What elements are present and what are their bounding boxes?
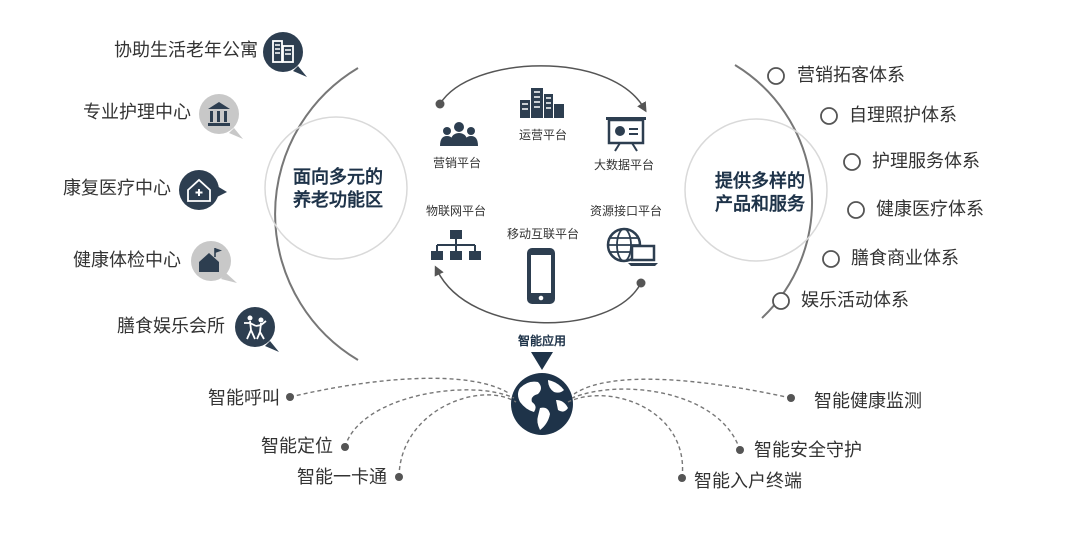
dot-smart-call	[286, 393, 294, 401]
smart-app-call: 智能呼叫	[208, 388, 280, 409]
platform-label-mobile: 移动互联平台	[506, 227, 580, 241]
platform-label-marketing: 营销平台	[432, 156, 482, 170]
system-label-entertainment: 娱乐活动体系	[801, 290, 909, 311]
smart-app-home-terminal: 智能入户终端	[694, 471, 802, 492]
platform-label-resource-interface: 资源接口平台	[589, 204, 663, 218]
left-outer-arc	[274, 67, 359, 361]
system-label-dining-commerce: 膳食商业体系	[851, 248, 959, 269]
left-center-line1: 面向多元的	[293, 167, 383, 188]
globe-laptop-icon	[606, 227, 658, 266]
down-triangle-icon	[531, 352, 553, 370]
dot-smart-card	[395, 473, 403, 481]
connector-smart-health	[573, 378, 792, 399]
platform-label-bigdata: 大数据平台	[593, 158, 655, 172]
smart-app-card: 智能一卡通	[297, 467, 387, 488]
dot-smart-terminal	[678, 474, 686, 482]
platform-label-iot: 物联网平台	[425, 204, 487, 218]
smart-app-location: 智能定位	[261, 436, 333, 457]
right-inner-circle	[684, 118, 828, 262]
system-marker-6	[772, 292, 790, 310]
smartphone-icon	[527, 248, 555, 304]
smart-app-security-guard: 智能安全守护	[754, 440, 862, 461]
people-group-icon	[440, 122, 478, 146]
house-flag-icon	[191, 241, 237, 283]
left-center-line2: 养老功能区	[293, 190, 383, 211]
platform-label-operations: 运营平台	[518, 128, 568, 142]
network-hierarchy-icon	[431, 230, 481, 260]
connector-smart-terminal	[567, 394, 684, 479]
bottom-cycle-arrow	[434, 265, 642, 324]
right-center-line1: 提供多样的	[715, 171, 805, 192]
system-marker-1	[767, 67, 785, 85]
dot-smart-health	[787, 394, 795, 402]
system-marker-2	[820, 107, 838, 125]
right-center-line2: 产品和服务	[715, 194, 805, 215]
dancing-people-icon	[235, 307, 279, 352]
service-label-checkup-center: 健康体检中心	[73, 250, 181, 271]
dot-smart-security	[736, 446, 744, 454]
top-cycle-arrow	[439, 65, 647, 113]
apartment-building-icon	[263, 32, 307, 77]
service-label-dining-club: 膳食娱乐会所	[117, 316, 225, 337]
institution-icon	[199, 94, 243, 139]
system-label-marketing: 营销拓客体系	[797, 65, 905, 86]
hospital-house-icon	[179, 170, 227, 210]
bottom-arrow-start-dot	[636, 278, 646, 288]
right-center-text: 提供多样的 产品和服务	[715, 170, 805, 216]
smart-apps-title: 智能应用	[517, 334, 567, 348]
system-marker-3	[843, 153, 861, 171]
dot-smart-location	[341, 443, 349, 451]
connector-smart-location	[344, 389, 515, 448]
service-label-nursing-center: 专业护理中心	[83, 102, 191, 123]
left-center-text: 面向多元的 养老功能区	[293, 166, 383, 212]
system-marker-4	[847, 201, 865, 219]
connector-smart-card	[398, 394, 517, 478]
system-label-self-care: 自理照护体系	[849, 105, 957, 126]
service-label-assisted-living: 协助生活老年公寓	[114, 40, 258, 61]
world-globe-icon	[511, 373, 573, 435]
system-label-nursing-service: 护理服务体系	[872, 151, 980, 172]
connector-smart-security	[571, 388, 741, 451]
service-label-rehab-center: 康复医疗中心	[63, 178, 171, 199]
system-label-health-medical: 健康医疗体系	[876, 199, 984, 220]
top-arrow-start-dot	[435, 99, 445, 109]
smart-app-health-monitoring: 智能健康监测	[814, 391, 922, 412]
connector-smart-call	[289, 377, 511, 398]
presentation-board-icon	[606, 117, 646, 152]
city-buildings-icon	[520, 88, 564, 118]
right-outer-arc	[734, 64, 813, 319]
system-marker-5	[822, 250, 840, 268]
left-inner-circle	[264, 116, 408, 260]
